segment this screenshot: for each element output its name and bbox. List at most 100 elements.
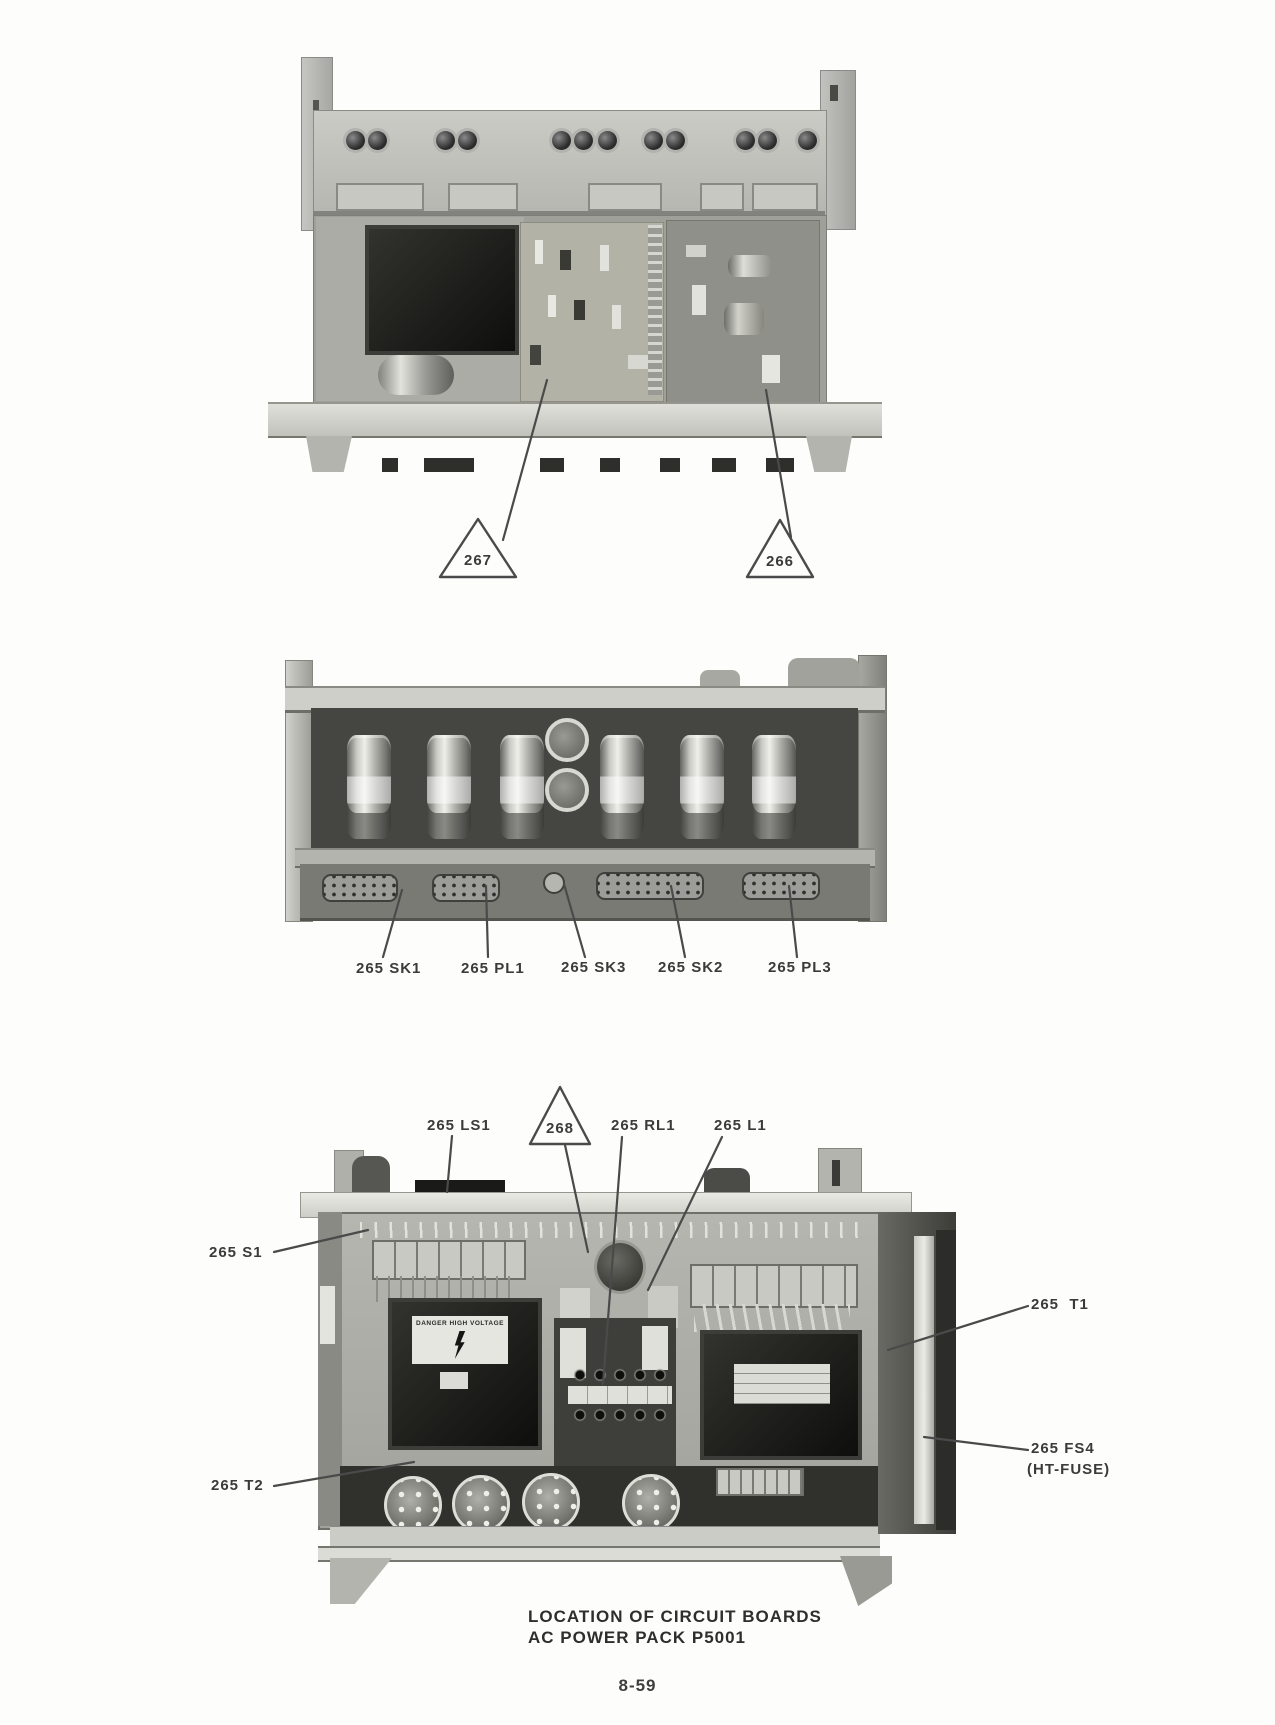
- electrolytic-capacitor: [427, 735, 471, 839]
- foot-tab: [540, 458, 564, 472]
- connector-icon: [346, 131, 365, 150]
- wire-fan: [694, 1304, 850, 1332]
- foot-tab: [712, 458, 736, 472]
- label-265-fs4: 265 FS4: [1031, 1440, 1095, 1457]
- connector-icon: [436, 131, 455, 150]
- caption-line-2: AC POWER PACK P5001: [528, 1628, 747, 1647]
- bottom-flange: [268, 402, 882, 438]
- corner-foot: [840, 1556, 892, 1606]
- valve-socket: [545, 768, 589, 812]
- terminal-strip-left: [372, 1240, 526, 1280]
- label-265-l1: 265 L1: [714, 1117, 767, 1134]
- transformer-block: [365, 225, 519, 355]
- component-cylinder: [724, 303, 764, 335]
- foot-tab: [382, 458, 398, 472]
- side-sticker: [320, 1286, 335, 1344]
- connector-sk2: [596, 872, 704, 900]
- mini-terminal-strip: [716, 1468, 804, 1496]
- foot-tab: [424, 458, 474, 472]
- transformer-sticker: [440, 1372, 468, 1389]
- electrolytic-capacitor: [600, 735, 644, 839]
- right-wing-slot: [830, 85, 838, 101]
- component-block: [600, 245, 609, 271]
- connector-pl1: [432, 874, 500, 902]
- screw-row: [570, 1366, 670, 1384]
- bottom-band: [330, 1526, 880, 1547]
- transformer-label: [734, 1364, 830, 1404]
- relay-block: [336, 183, 424, 211]
- left-wing-slot: [313, 100, 319, 118]
- middle-board: [520, 222, 664, 402]
- component-block: [612, 305, 621, 329]
- right-bracket-slot: [832, 1160, 840, 1186]
- relay-label-strip: [568, 1386, 672, 1404]
- component-block: [692, 285, 706, 315]
- connector-icon: [458, 131, 477, 150]
- foot-tab: [600, 458, 620, 472]
- caption-line-1: LOCATION OF CIRCUIT BOARDS: [528, 1607, 822, 1626]
- connector-sk1: [322, 874, 398, 902]
- wire-run: [360, 1222, 860, 1238]
- label-265-pl3: 265 PL3: [768, 959, 832, 976]
- ht-fuse-column: [914, 1236, 934, 1524]
- electrolytic-capacitor: [752, 735, 796, 839]
- figure2-photo: [285, 620, 887, 922]
- figure1-photo: [268, 55, 883, 475]
- chassis-divider: [313, 211, 825, 215]
- label-265-t1: 265 T1: [1031, 1296, 1089, 1313]
- page-number: 8-59: [618, 1676, 657, 1695]
- connector-icon: [666, 131, 685, 150]
- component-block: [574, 300, 585, 320]
- warning-label-text: DANGER HIGH VOLTAGE: [416, 1320, 504, 1327]
- component-block: [642, 1326, 668, 1370]
- component-block: [530, 345, 541, 365]
- component-block: [686, 245, 706, 257]
- label-265-sk3: 265 SK3: [561, 959, 627, 976]
- label-265-ls1: 265 LS1: [427, 1117, 491, 1134]
- connector-icon: [574, 131, 593, 150]
- foot-tab: [766, 458, 794, 472]
- component-cylinder: [728, 255, 772, 277]
- relay-block: [588, 183, 662, 211]
- electrolytic-capacitor: [347, 735, 391, 839]
- callout-label-267: 267: [463, 552, 493, 569]
- bottom-flange: [318, 1546, 880, 1562]
- foot-tab: [660, 458, 680, 472]
- terminal-pins: [376, 1276, 518, 1302]
- connector-sk3: [543, 872, 565, 894]
- component-block: [535, 240, 543, 264]
- wire-bundle: [648, 225, 662, 395]
- handle-bump: [352, 1156, 390, 1196]
- valve-socket: [545, 718, 589, 762]
- component-block: [560, 250, 571, 270]
- callout-label-266: 266: [765, 553, 795, 570]
- connector-pl3: [742, 872, 820, 900]
- wall-dark-column: [936, 1230, 956, 1530]
- corner-foot: [306, 436, 352, 472]
- tube-socket: [452, 1475, 510, 1533]
- motor-cylinder: [378, 355, 454, 395]
- connector-icon: [644, 131, 663, 150]
- label-ht-fuse: (HT-FUSE): [1027, 1461, 1111, 1478]
- label-265-sk1: 265 SK1: [356, 960, 422, 977]
- label-265-s1: 265 S1: [209, 1244, 263, 1261]
- connector-icon: [598, 131, 617, 150]
- label-265-rl1: 265 RL1: [611, 1117, 676, 1134]
- electrolytic-capacitor: [680, 735, 724, 839]
- corner-foot: [330, 1558, 392, 1604]
- figure3-photo: DANGER HIGH VOLTAGE: [300, 1146, 958, 1606]
- connector-icon: [368, 131, 387, 150]
- callout-label-268: 268: [545, 1120, 575, 1137]
- relay-block: [700, 183, 744, 211]
- connector-icon: [758, 131, 777, 150]
- label-265-sk2: 265 SK2: [658, 959, 724, 976]
- relay-can: [594, 1240, 646, 1294]
- cap-top-bump: [700, 670, 740, 686]
- relay-block: [448, 183, 518, 211]
- terminal-strip-right: [690, 1264, 858, 1308]
- tube-socket: [522, 1473, 580, 1531]
- screw-row: [570, 1406, 670, 1424]
- left-column: [318, 1212, 342, 1526]
- warning-label: DANGER HIGH VOLTAGE: [412, 1316, 508, 1364]
